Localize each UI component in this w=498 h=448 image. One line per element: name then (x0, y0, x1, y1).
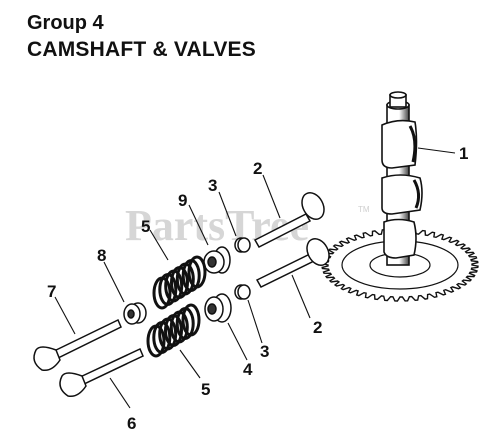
upper-spring-cap (203, 246, 231, 274)
callout-lower-pushrod: 2 (313, 318, 322, 337)
spring-coil (181, 303, 201, 337)
callout-lower-spring-cap: 4 (243, 360, 253, 379)
callout-upper-pushrod: 2 (253, 159, 262, 178)
spring-coil (187, 255, 207, 289)
upper-valve (33, 318, 122, 372)
camshaft (321, 91, 479, 302)
lower-valve-spring (146, 303, 201, 358)
lower-spring-cap (204, 293, 232, 323)
callout-upper-spring-cap: 9 (178, 191, 187, 210)
watermark-tm: TM (358, 205, 370, 214)
callout-upper-tappet: 3 (208, 176, 217, 195)
lower-tappet (234, 284, 251, 300)
leader-lines (54, 147, 456, 409)
upper-valve-spring (152, 255, 207, 310)
lower-valve (59, 347, 144, 398)
group-title: Group 4 (27, 12, 104, 34)
section-title: CAMSHAFT & VALVES (27, 38, 256, 61)
callout-lower-tappet: 3 (260, 342, 269, 361)
callout-lower-spring: 5 (201, 380, 210, 399)
callout-upper-spring: 5 (141, 217, 150, 236)
valve-retainer (123, 302, 147, 325)
callout-lower-valve: 6 (127, 414, 136, 433)
upper-pushrod (253, 192, 325, 248)
lower-pushrod (255, 238, 330, 288)
callout-retainer: 8 (97, 246, 106, 265)
watermark-text: PartsTree (125, 201, 309, 250)
callout-camshaft: 1 (459, 144, 468, 163)
upper-tappet (234, 237, 251, 253)
callout-upper-valve: 7 (47, 282, 56, 301)
